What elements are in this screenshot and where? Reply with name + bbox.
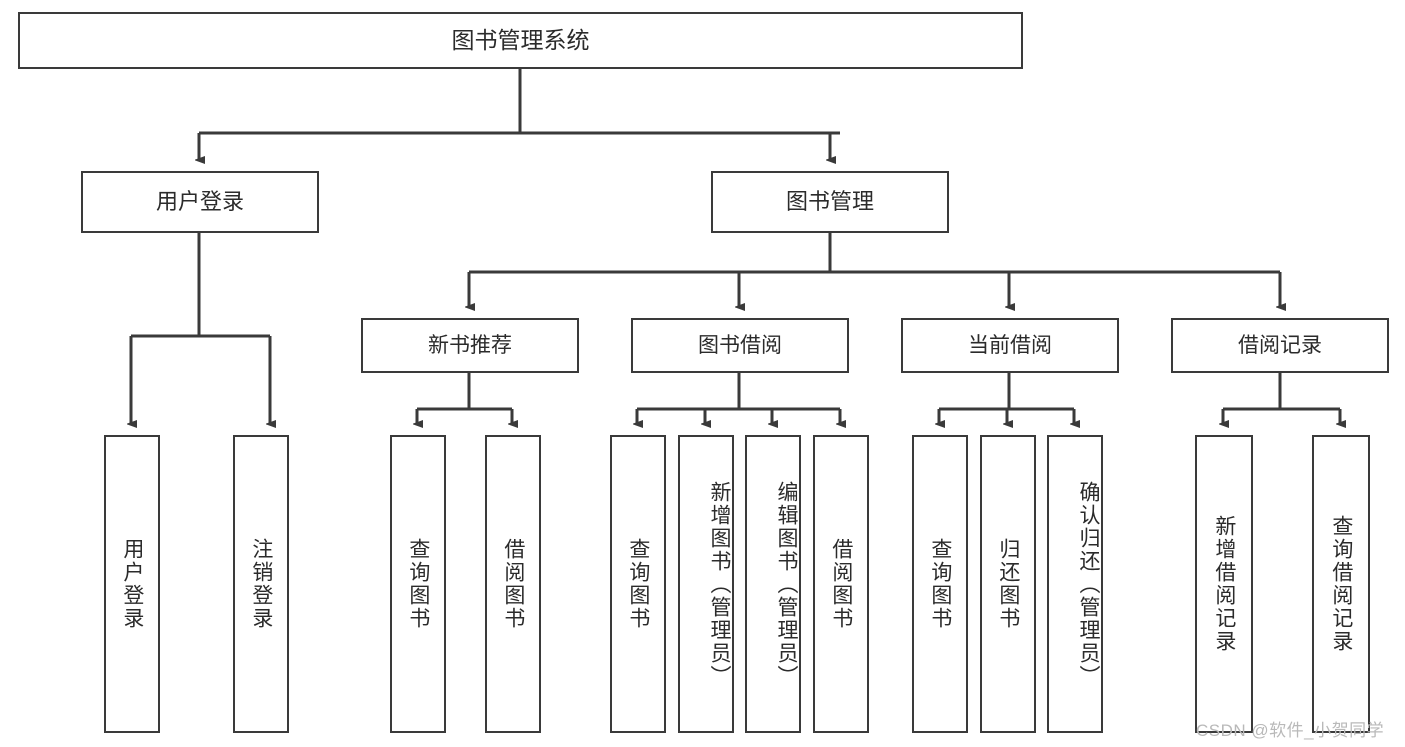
node-current-borrow[interactable]: 当前借阅 xyxy=(901,318,1119,373)
node-root-system[interactable]: 图书管理系统 xyxy=(18,12,1023,69)
leaf-edit-book-admin[interactable]: 编辑图书（管理员） xyxy=(745,435,801,733)
leaf-borrow-book-recommend[interactable]: 借阅图书 xyxy=(485,435,541,733)
leaf-user-login[interactable]: 用户登录 xyxy=(104,435,160,733)
leaf-borrow-book[interactable]: 借阅图书 xyxy=(813,435,869,733)
node-new-book-recommend[interactable]: 新书推荐 xyxy=(361,318,579,373)
leaf-logout[interactable]: 注销登录 xyxy=(233,435,289,733)
leaf-add-borrow-record[interactable]: 新增借阅记录 xyxy=(1195,435,1253,733)
leaf-query-book-current[interactable]: 查询图书 xyxy=(912,435,968,733)
node-user-login[interactable]: 用户登录 xyxy=(81,171,319,233)
node-book-borrow[interactable]: 图书借阅 xyxy=(631,318,849,373)
csdn-watermark: CSDN @软件_小贺同学 xyxy=(1196,721,1385,740)
leaf-query-borrow-record[interactable]: 查询借阅记录 xyxy=(1312,435,1370,733)
leaf-return-book[interactable]: 归还图书 xyxy=(980,435,1036,733)
node-book-management[interactable]: 图书管理 xyxy=(711,171,949,233)
leaf-query-book-recommend[interactable]: 查询图书 xyxy=(390,435,446,733)
leaf-add-book-admin[interactable]: 新增图书（管理员） xyxy=(678,435,734,733)
leaf-confirm-return-admin[interactable]: 确认归还（管理员） xyxy=(1047,435,1103,733)
leaf-query-book-borrow[interactable]: 查询图书 xyxy=(610,435,666,733)
node-borrow-record[interactable]: 借阅记录 xyxy=(1171,318,1389,373)
